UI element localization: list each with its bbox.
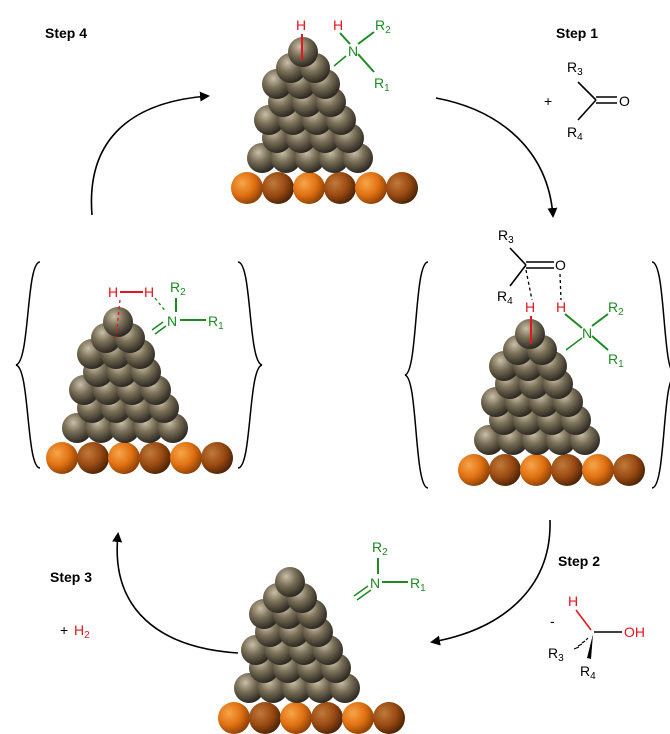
support-atom [280, 702, 312, 734]
top-adsorbates: H H N R2 R1 [296, 17, 391, 94]
catalyst-particle-bottom [218, 567, 405, 734]
svg-text:N: N [348, 43, 358, 59]
svg-text:N: N [167, 313, 177, 329]
svg-text:OH: OH [624, 624, 645, 640]
svg-text:R4: R4 [497, 288, 513, 307]
svg-text:R3: R3 [567, 59, 583, 78]
catalyst-particle-left [46, 307, 233, 474]
svg-text:R2: R2 [608, 299, 624, 318]
svg-text:-: - [550, 613, 555, 629]
support-atom [324, 172, 356, 204]
support-atom [201, 442, 233, 474]
svg-text:H: H [556, 299, 566, 315]
support-atom [613, 454, 645, 486]
step-4-label: Step 4 [45, 25, 87, 41]
cycle-arrow-step3 [112, 532, 239, 654]
svg-text:R2: R2 [170, 279, 186, 298]
step-1-label: Step 1 [556, 25, 598, 41]
svg-text:H: H [333, 17, 343, 33]
svg-text:+: + [60, 622, 68, 638]
svg-text:H: H [296, 17, 306, 33]
support-atom [262, 172, 294, 204]
support-atom [489, 454, 521, 486]
support-atom [551, 454, 583, 486]
support-atom [108, 442, 140, 474]
svg-text:H2: H2 [74, 622, 90, 641]
support-atom [458, 454, 490, 486]
support-atom [373, 702, 405, 734]
svg-text:O: O [619, 93, 630, 109]
cluster-atom [275, 567, 305, 597]
step-2-label: Step 2 [558, 553, 600, 569]
svg-text:R2: R2 [372, 539, 388, 558]
support-atom [46, 442, 78, 474]
svg-text:H: H [108, 284, 118, 300]
support-atom [386, 172, 418, 204]
support-atom [342, 702, 374, 734]
support-atom [170, 442, 202, 474]
left-intermediate: H H R2 N R1 [15, 261, 263, 469]
svg-text:R3: R3 [548, 645, 564, 664]
step-3-label: Step 3 [50, 569, 92, 585]
support-atom [139, 442, 171, 474]
alcohol-product: - H OH R3 R4 [548, 593, 645, 682]
ketone-reactant: + R3 O R4 [544, 59, 630, 143]
svg-text:R1: R1 [410, 575, 426, 594]
svg-text:N: N [582, 325, 592, 341]
cluster-atom [103, 307, 133, 337]
svg-text:H: H [144, 284, 154, 300]
svg-text:R1: R1 [208, 313, 224, 332]
svg-text:R1: R1 [608, 351, 624, 370]
support-atom [582, 454, 614, 486]
svg-text:R1: R1 [374, 75, 390, 94]
support-atom [218, 702, 250, 734]
svg-text:H: H [568, 593, 578, 609]
svg-text:R4: R4 [580, 663, 596, 682]
support-atom [311, 702, 343, 734]
support-atom [77, 442, 109, 474]
support-atom [249, 702, 281, 734]
bottom-imine: R2 N R1 [353, 539, 426, 601]
svg-text:N: N [370, 575, 380, 591]
support-atom [355, 172, 387, 204]
svg-text:R3: R3 [498, 227, 514, 246]
support-atom [293, 172, 325, 204]
cycle-arrow-step1 [435, 97, 558, 218]
support-atom [231, 172, 263, 204]
svg-text:H: H [525, 299, 535, 315]
support-atom [520, 454, 552, 486]
catalyst-particle-top [231, 37, 418, 204]
svg-text:O: O [555, 257, 566, 273]
catalyst-particle-right [458, 319, 645, 486]
right-intermediate: R3 O R4 H H N R2 R1 [404, 227, 670, 489]
hydrogen-release: + H2 [60, 622, 90, 641]
hashed-wedge [573, 637, 589, 650]
svg-text:R4: R4 [567, 124, 583, 143]
cycle-arrow-step4 [90, 91, 210, 216]
svg-text:+: + [544, 93, 552, 109]
svg-text:R2: R2 [375, 17, 391, 36]
cycle-arrow-step2 [430, 519, 551, 646]
